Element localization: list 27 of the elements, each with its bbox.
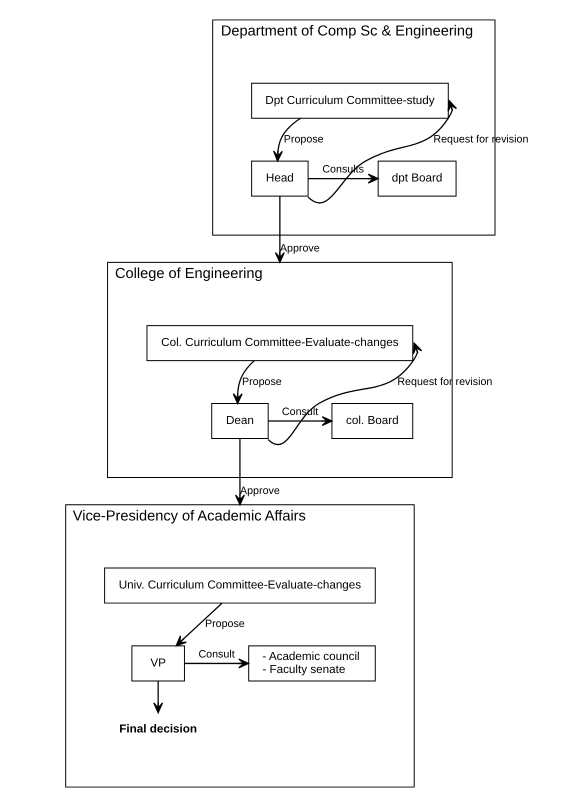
arrow	[153, 681, 164, 714]
edge-label: Consult	[198, 648, 235, 660]
node-box: col. Board	[331, 403, 414, 440]
arrow	[272, 118, 301, 162]
node-text: Final decision	[119, 722, 198, 736]
node-box: Univ. Curriculum Committee-Evaluate-changes	[104, 568, 376, 604]
node-box: dpt Board	[378, 160, 457, 197]
node-box: - Academic council - Faculty senate	[248, 645, 376, 682]
edge-label: Approve	[240, 484, 280, 497]
node-box: VP	[131, 645, 185, 682]
arrow	[268, 416, 333, 426]
arrow	[274, 196, 285, 263]
arrow	[184, 658, 250, 668]
arrow	[234, 438, 245, 506]
node-box: Dpt Curriculum Committee-study	[251, 82, 449, 119]
edge-label: Propose	[284, 133, 324, 146]
edge-label: Propose	[204, 618, 245, 630]
edge-label: Approve	[280, 242, 320, 254]
edge-label: Propose	[242, 376, 282, 388]
arrow	[308, 100, 458, 204]
arrow	[176, 602, 222, 646]
arrow	[308, 174, 379, 184]
arrow	[268, 342, 422, 446]
node-box: Head	[251, 160, 309, 197]
node-box: Col. Curriculum Committee-Evaluate-changes	[146, 325, 414, 362]
node-box: Dean	[211, 403, 269, 440]
arrow	[232, 360, 255, 404]
